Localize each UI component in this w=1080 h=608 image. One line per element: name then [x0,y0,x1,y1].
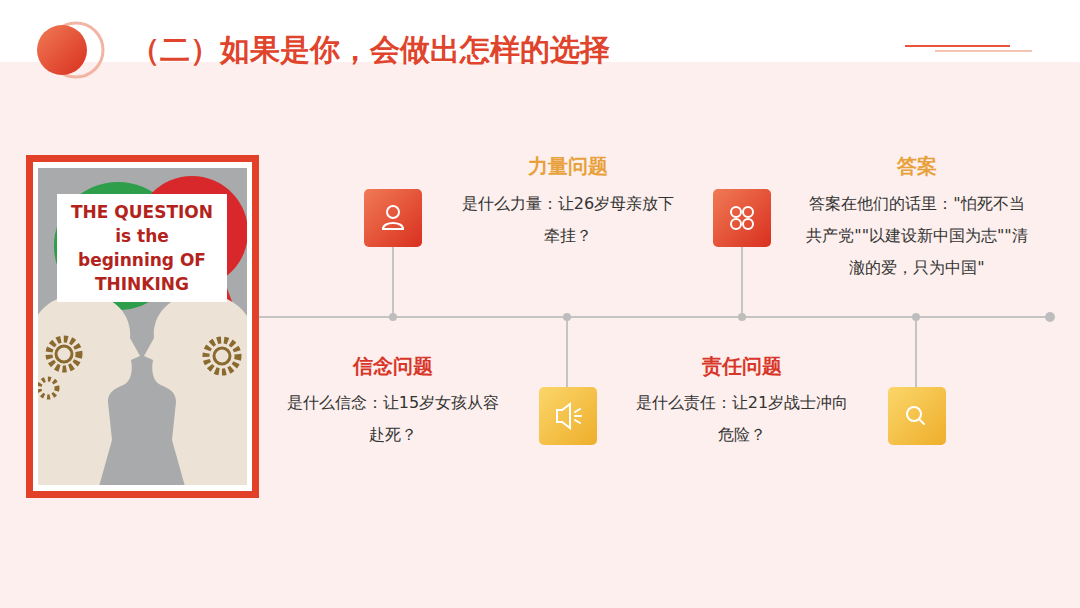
search-icon [907,407,924,424]
icon-tile [539,387,597,445]
timeline [259,316,1050,318]
timeline-dots [389,313,920,321]
icon-tile [713,189,771,247]
question-text: 是什么力量：让26岁母亲放下牵挂？ [457,188,679,252]
deco-line [935,50,1032,52]
image-frame [26,155,259,498]
background-band [0,62,1080,608]
card-text: THE QUESTION is the beginning OF THINKIN… [65,200,219,296]
question-heading: 责任问题 [627,352,857,380]
question-text: 是什么责任：让21岁战士冲向危险？ [631,387,853,451]
grid-icon [731,207,753,229]
timeline-end [1045,312,1055,322]
question-heading: 信念问题 [278,352,508,380]
icon-tile [888,387,946,445]
title-dot [37,25,87,75]
question-heading: 力量问题 [453,152,683,180]
question-text: 是什么信念：让15岁女孩从容赴死？ [282,387,504,451]
deco-line [905,45,1010,47]
speaker-icon [557,404,581,428]
question-card: THE QUESTION is the beginning OF THINKIN… [57,194,227,302]
person-icon [383,206,403,229]
question-text: 答案在他们的话里："怕死不当共产党""以建设新中国为志""清澈的爱，只为中国" [806,188,1028,284]
question-heading: 答案 [802,152,1032,180]
icon-tile [364,189,422,247]
slide-title: （二）如果是你，会做出怎样的选择 [130,30,610,71]
timeline-stems [393,247,916,387]
question-illustration [38,168,247,485]
